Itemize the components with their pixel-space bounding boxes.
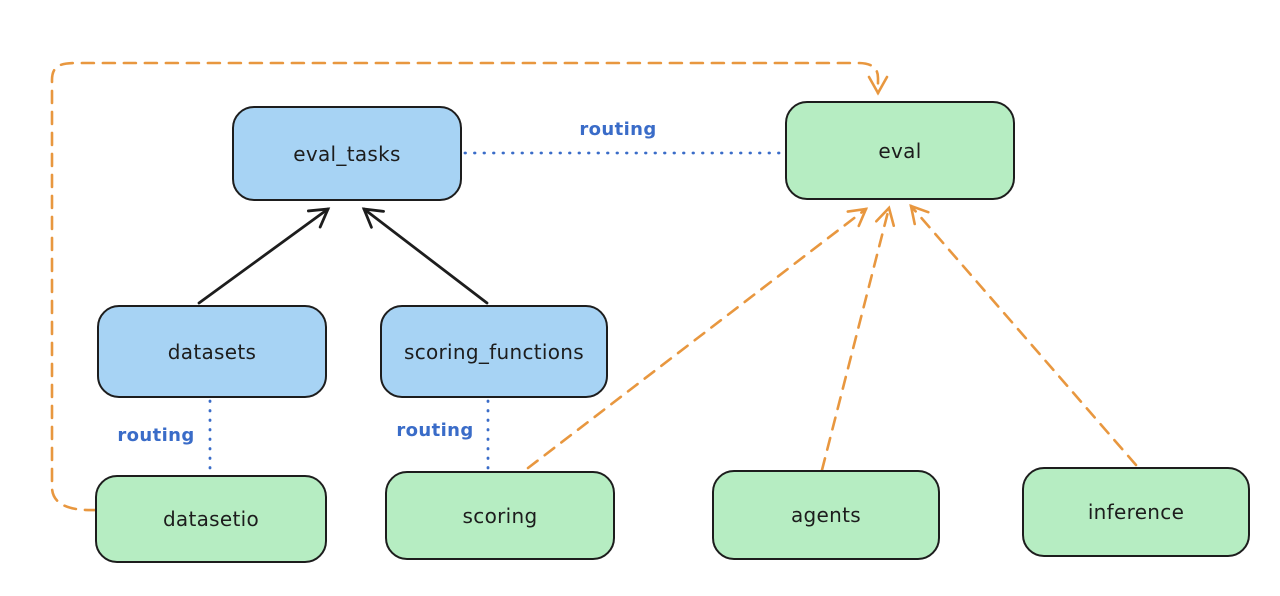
node-eval-tasks: eval_tasks [232, 106, 462, 201]
node-eval: eval [785, 101, 1015, 200]
node-datasetio-label: datasetio [162, 507, 260, 531]
node-scoring-label: scoring [462, 503, 538, 528]
node-scoring-functions-label: scoring_functions [403, 339, 585, 364]
routing-label-eval-tasks-eval: routing [579, 119, 657, 140]
node-datasetio: datasetio [95, 475, 327, 563]
edge-datasets-to-eval-tasks [197, 207, 331, 305]
edge-scoring-to-eval [526, 207, 869, 470]
node-eval-tasks-label: eval_tasks [293, 141, 401, 166]
node-datasets-label: datasets [167, 339, 257, 364]
node-agents: agents [712, 470, 940, 560]
routing-label-datasets-datasetio: routing [117, 425, 195, 446]
edge-agents-to-eval [820, 205, 896, 472]
node-datasets: datasets [97, 305, 327, 398]
node-inference-label: inference [1087, 500, 1185, 524]
edge-inference-to-eval [909, 203, 1138, 467]
edge-scoring-functions-to-eval-tasks [361, 207, 489, 305]
node-scoring-functions: scoring_functions [380, 305, 608, 398]
node-agents-label: agents [791, 503, 861, 527]
node-eval-label: eval [878, 138, 922, 163]
node-inference: inference [1022, 467, 1250, 557]
routing-label-scoring-functions-scoring: routing [396, 420, 474, 441]
node-scoring: scoring [385, 471, 615, 560]
